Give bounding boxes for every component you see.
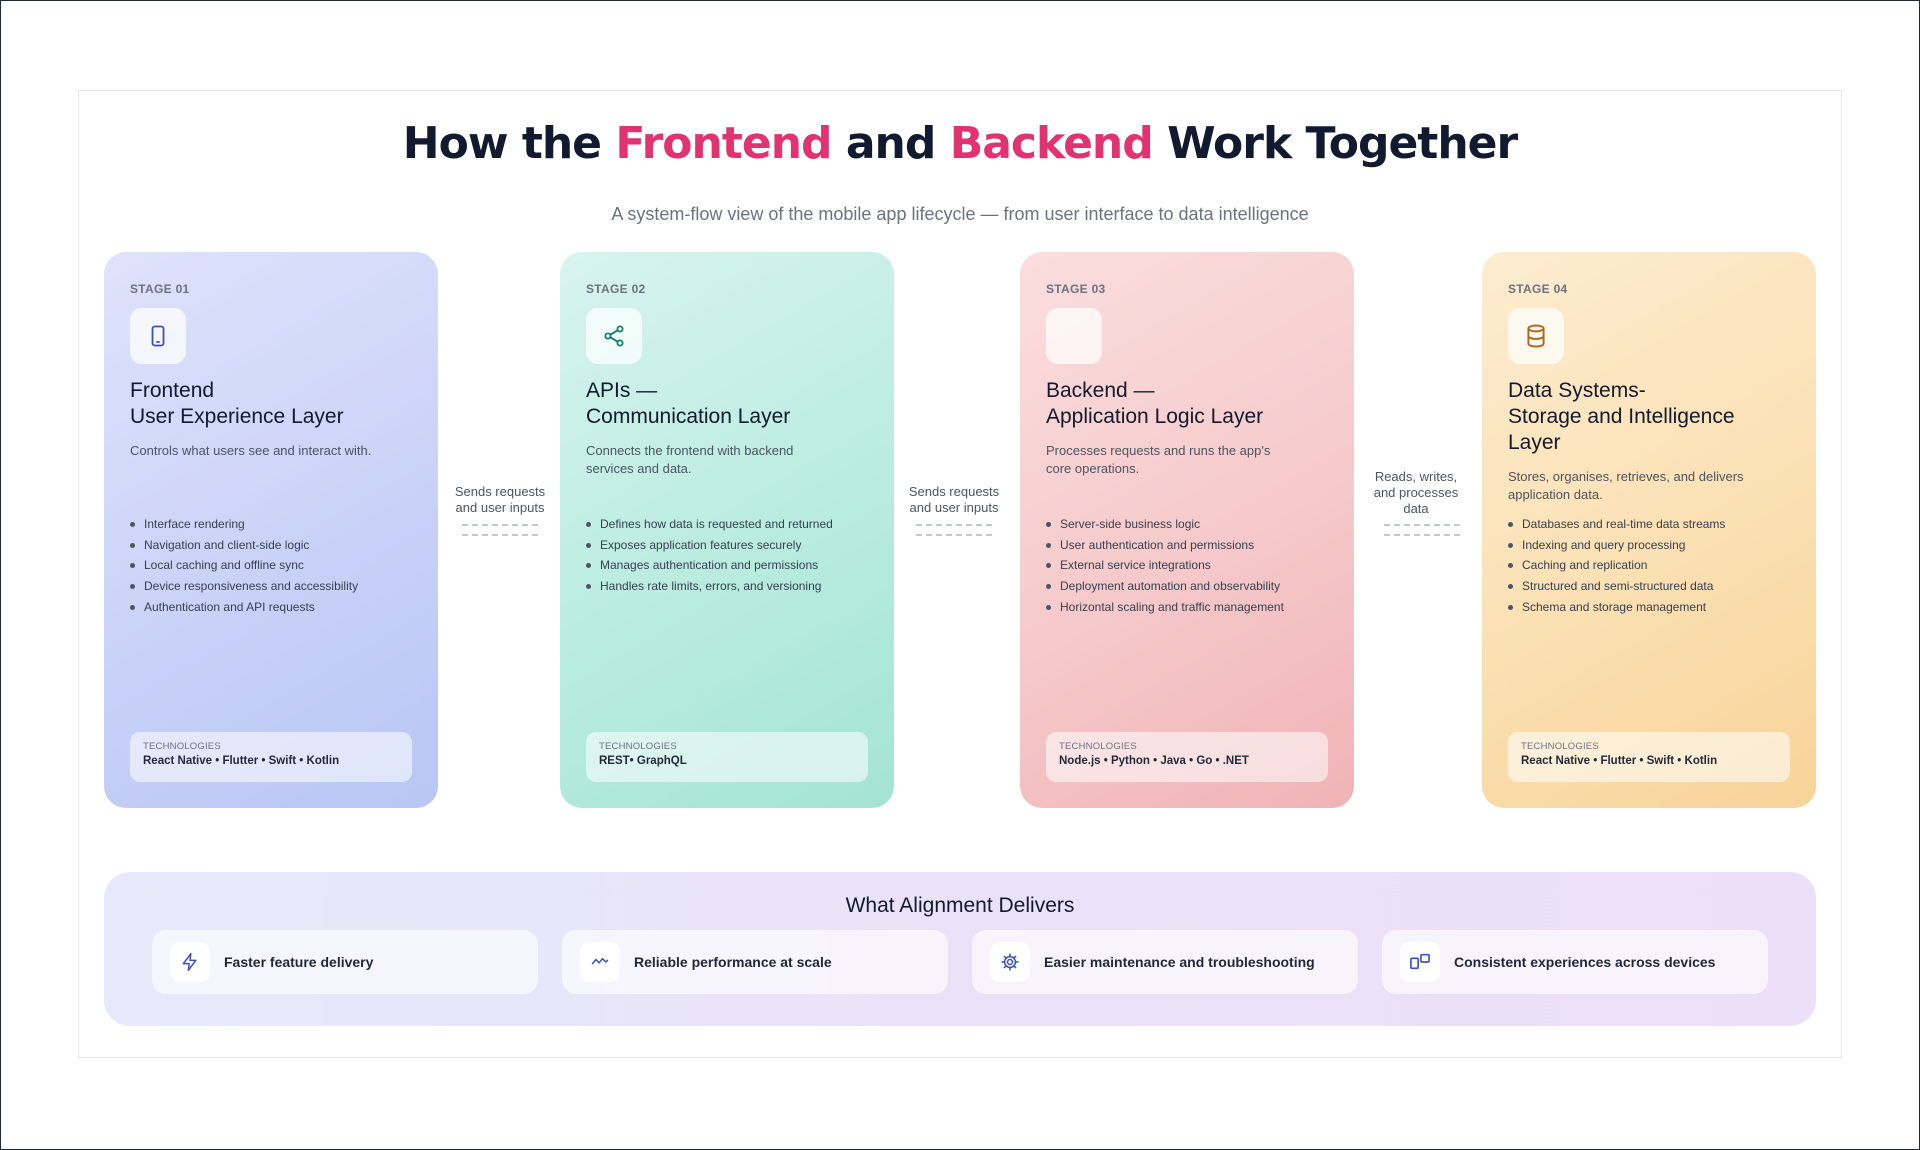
list-item: Interface rendering — [130, 514, 358, 535]
technologies-label: TECHNOLOGIES — [599, 741, 677, 752]
stage-description: Controls what users see and interact wit… — [130, 443, 372, 458]
stage-description: Connects the frontend with backend servi… — [586, 443, 794, 476]
technologies-box: TECHNOLOGIES React Native • Flutter • Sw… — [1508, 732, 1790, 782]
stage-title: Data Systems- Storage and Intelligence L… — [1508, 379, 1735, 454]
lightning-icon — [170, 942, 210, 982]
connector-line-3 — [1384, 524, 1460, 526]
gear-icon — [990, 942, 1030, 982]
technologies-label: TECHNOLOGIES — [143, 741, 221, 752]
stage-title: APIs — Communication Layer — [586, 379, 791, 428]
title-accent-backend: Backend — [949, 118, 1154, 169]
stage-description: Stores, organises, retrieves, and delive… — [1508, 469, 1744, 502]
list-item: Navigation and client-side logic — [130, 535, 358, 556]
page-title: How the Frontend and Backend Work Togeth… — [402, 118, 1518, 169]
alignment-panel: What Alignment Delivers Faster feature d… — [104, 872, 1816, 1026]
technologies-box: TECHNOLOGIES REST• GraphQL — [586, 732, 868, 782]
share-nodes-icon — [586, 308, 642, 364]
list-item: User authentication and permissions — [1046, 535, 1284, 556]
blank-icon — [1046, 308, 1102, 364]
benefit-card: Consistent experiences across devices — [1382, 930, 1768, 994]
technologies-box: TECHNOLOGIES Node.js • Python • Java • G… — [1046, 732, 1328, 782]
list-item: Handles rate limits, errors, and version… — [586, 576, 833, 597]
list-item: Exposes application features securely — [586, 535, 833, 556]
benefit-label: Faster feature delivery — [224, 954, 374, 970]
connector-label-1: Sends requests and user inputs — [454, 484, 546, 515]
stage-label: STAGE 04 — [1508, 282, 1568, 296]
list-item: Defines how data is requested and return… — [586, 514, 833, 535]
stage-bullet-list: Defines how data is requested and return… — [586, 514, 833, 597]
list-item: Authentication and API requests — [130, 597, 358, 618]
stage-label: STAGE 01 — [130, 282, 190, 296]
stage-label: STAGE 03 — [1046, 282, 1106, 296]
benefit-label: Consistent experiences across devices — [1454, 954, 1716, 970]
connector-line-2 — [916, 524, 992, 526]
list-item: Structured and semi-structured data — [1508, 576, 1725, 597]
list-item: Deployment automation and observability — [1046, 576, 1284, 597]
connector-line-3b — [1384, 534, 1460, 536]
connector-line-1b — [462, 534, 538, 536]
connector-label-2: Sends requests and user inputs — [908, 484, 1000, 515]
list-item: External service integrations — [1046, 555, 1284, 576]
stage-card-backend: STAGE 03 Backend — Application Logic Lay… — [1020, 252, 1354, 808]
benefit-label: Easier maintenance and troubleshooting — [1044, 954, 1315, 970]
stage-title: Backend — Application Logic Layer — [1046, 379, 1264, 428]
stage-title: Frontend User Experience Layer — [130, 379, 344, 428]
stage-card-frontend: STAGE 01 Frontend User Experience Layer … — [104, 252, 438, 808]
title-accent-frontend: Frontend — [615, 118, 832, 169]
stage-card-apis: STAGE 02 APIs — Communication Layer Conn… — [560, 252, 894, 808]
list-item: Schema and storage management — [1508, 597, 1725, 618]
stage-bullet-list: Interface rendering Navigation and clien… — [130, 514, 358, 618]
smartphone-icon — [130, 308, 186, 364]
list-item: Caching and replication — [1508, 555, 1725, 576]
database-icon — [1508, 308, 1564, 364]
page-subtitle: A system-flow view of the mobile app lif… — [611, 204, 1309, 224]
benefit-card: Easier maintenance and troubleshooting — [972, 930, 1358, 994]
technologies-label: TECHNOLOGIES — [1521, 741, 1599, 752]
technologies-box: TECHNOLOGIES React Native • Flutter • Sw… — [130, 732, 412, 782]
connector-line-1 — [462, 524, 538, 526]
stage-description: Processes requests and runs the app's co… — [1046, 443, 1271, 476]
benefit-card: Faster feature delivery — [152, 930, 538, 994]
list-item: Server-side business logic — [1046, 514, 1284, 535]
list-item: Device responsiveness and accessibility — [130, 576, 358, 597]
technologies-value: Node.js • Python • Java • Go • .NET — [1059, 755, 1249, 767]
list-item: Local caching and offline sync — [130, 555, 358, 576]
technologies-value: React Native • Flutter • Swift • Kotlin — [143, 755, 340, 767]
technologies-value: React Native • Flutter • Swift • Kotlin — [1521, 755, 1718, 767]
list-item: Indexing and query processing — [1508, 535, 1725, 556]
technologies-label: TECHNOLOGIES — [1059, 741, 1137, 752]
devices-icon — [1400, 942, 1440, 982]
stage-bullet-list: Databases and real-time data streams Ind… — [1508, 514, 1725, 618]
list-item: Databases and real-time data streams — [1508, 514, 1725, 535]
benefit-card: Reliable performance at scale — [562, 930, 948, 994]
stage-card-data-systems: STAGE 04 Data Systems- Storage and Intel… — [1482, 252, 1816, 808]
connector-label-3: Reads, writes, and processes data — [1373, 469, 1459, 516]
stage-label: STAGE 02 — [586, 282, 646, 296]
stage-bullet-list: Server-side business logic User authenti… — [1046, 514, 1284, 618]
alignment-title: What Alignment Delivers — [845, 894, 1075, 917]
technologies-value: REST• GraphQL — [599, 755, 687, 767]
activity-icon — [580, 942, 620, 982]
list-item: Horizontal scaling and traffic managemen… — [1046, 597, 1284, 618]
benefit-label: Reliable performance at scale — [634, 954, 832, 970]
connector-line-2b — [916, 534, 992, 536]
list-item: Manages authentication and permissions — [586, 555, 833, 576]
